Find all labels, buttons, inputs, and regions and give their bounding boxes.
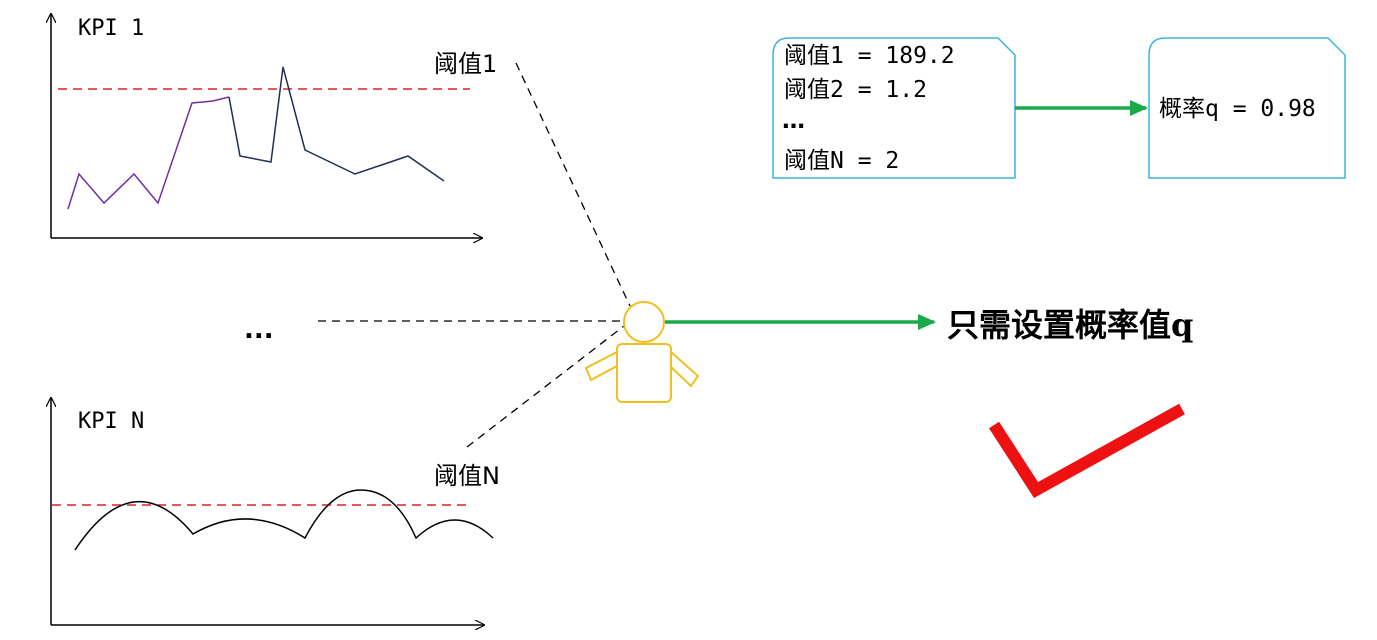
person-left-arm bbox=[584, 350, 618, 382]
thresholds-box-border bbox=[772, 37, 1016, 179]
thresholds-line-1: 阈值1 = 189.2 bbox=[784, 43, 955, 69]
connector-top bbox=[515, 62, 631, 307]
thresholds-line-n: 阈值N = 2 bbox=[784, 148, 899, 174]
kpi-top-series-navy bbox=[228, 66, 445, 182]
checkmark-icon bbox=[988, 403, 1185, 498]
probability-text: 概率q = 0.98 bbox=[1159, 96, 1316, 122]
thresholds-box: 阈值1 = 189.2 阈值2 = 1.2 … 阈值N = 2 bbox=[772, 37, 1016, 179]
kpi-top-threshold-label: 阈值1 bbox=[434, 50, 497, 78]
connector-bottom bbox=[466, 325, 625, 448]
person-head bbox=[623, 301, 665, 343]
thresholds-line-2: 阈值2 = 1.2 bbox=[784, 77, 927, 103]
kpi-ellipsis: ... bbox=[244, 315, 274, 345]
probability-box-border bbox=[1148, 37, 1346, 179]
thresholds-line-ellipsis: … bbox=[782, 108, 805, 134]
person-body bbox=[616, 343, 672, 403]
kpi-bottom-series bbox=[74, 489, 494, 551]
kpi-top-series-purple bbox=[67, 96, 230, 210]
kpi-bottom-chart: KPI N 阈值N bbox=[51, 398, 500, 625]
person-icon bbox=[584, 301, 700, 403]
probability-box: 概率q = 0.98 bbox=[1148, 37, 1346, 179]
kpi-top-chart: KPI 1 阈值1 bbox=[51, 14, 497, 238]
person-right-arm bbox=[670, 349, 700, 388]
conclusion-text: 只需设置概率值q bbox=[947, 306, 1193, 344]
kpi-top-label: KPI 1 bbox=[78, 16, 144, 41]
kpi-bottom-threshold-label: 阈值N bbox=[434, 462, 500, 490]
kpi-bottom-label: KPI N bbox=[78, 409, 144, 434]
